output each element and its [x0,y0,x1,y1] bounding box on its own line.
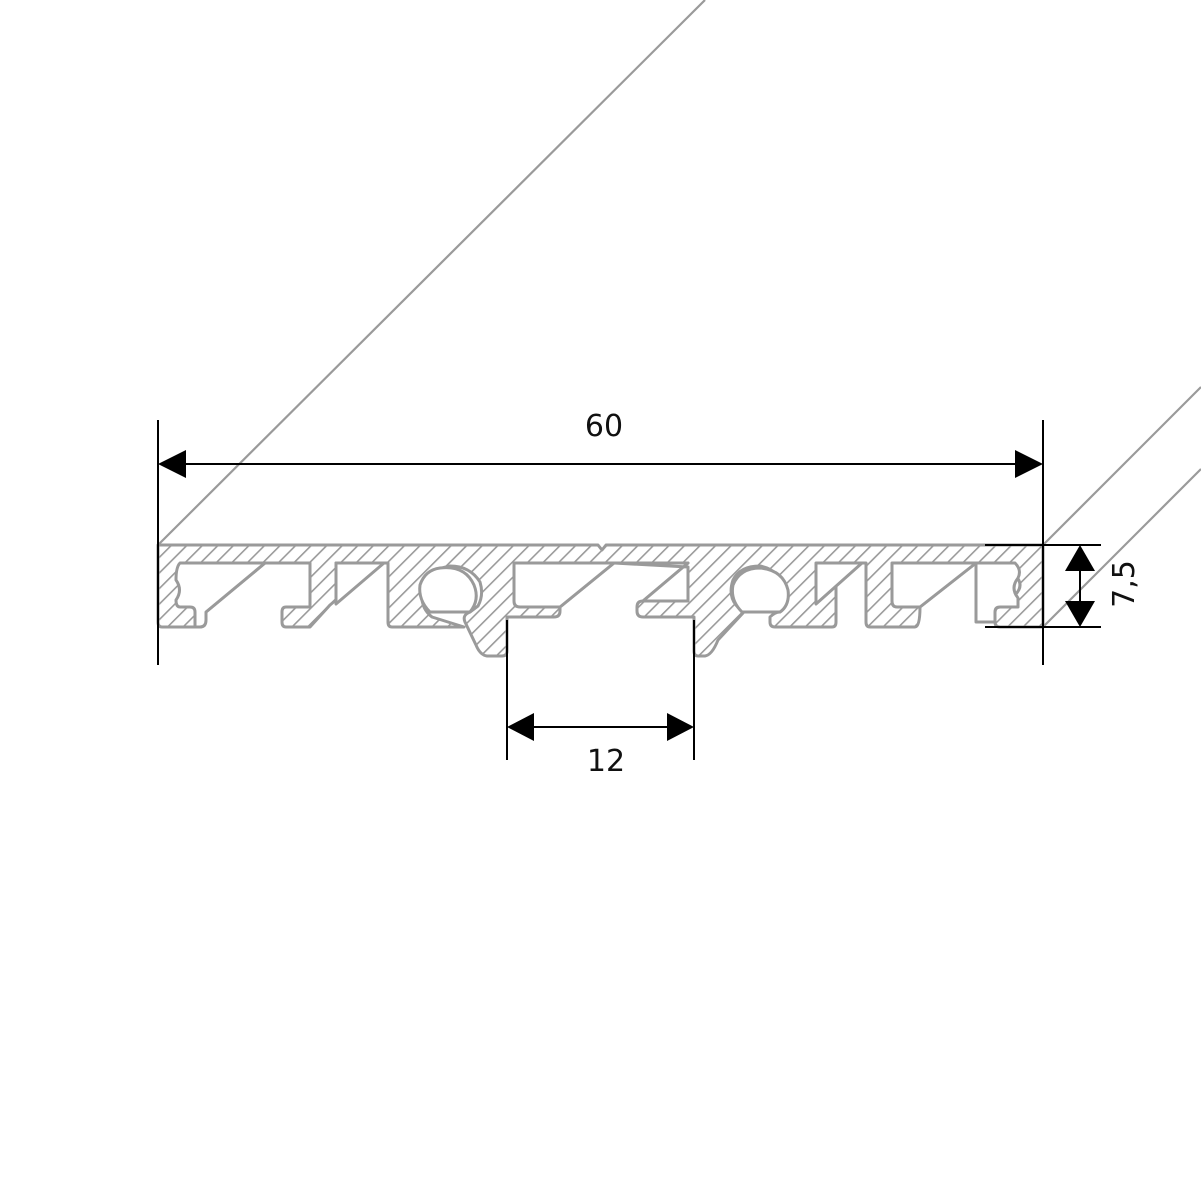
slot-cavity-2 [334,561,386,606]
projection-line-left [157,0,706,546]
extension-lines [157,420,1101,760]
round-bore-2 [730,566,790,614]
dimension-width: 60 [158,409,1043,478]
slot-cavity-4 [612,561,690,603]
arrow-left-icon [158,450,186,478]
projection-line-right-top [1042,386,1201,546]
dimension-height: 7,5 [1065,545,1142,627]
slot-cavity-3 [512,561,616,609]
arrow-right-icon [1015,450,1043,478]
projection-line-right-bottom [1042,468,1201,628]
arrow-left-icon [507,713,534,741]
arrow-right-icon [667,713,694,741]
slot-cavity-1 [174,561,267,629]
arrow-up-icon [1065,545,1095,571]
dimension-label-width: 60 [585,409,623,444]
arrow-down-icon [1065,601,1095,627]
slot-cavity-5 [814,561,864,606]
dimension-label-slot: 12 [587,744,625,779]
dimension-slot: 12 [507,713,694,779]
projection-lines [157,0,1201,628]
slot-cavity-6 [890,561,978,609]
round-bore-1 [418,566,478,614]
profile-section [156,543,1045,658]
dimension-label-height: 7,5 [1107,560,1142,608]
edge-groove-right [974,561,1021,624]
